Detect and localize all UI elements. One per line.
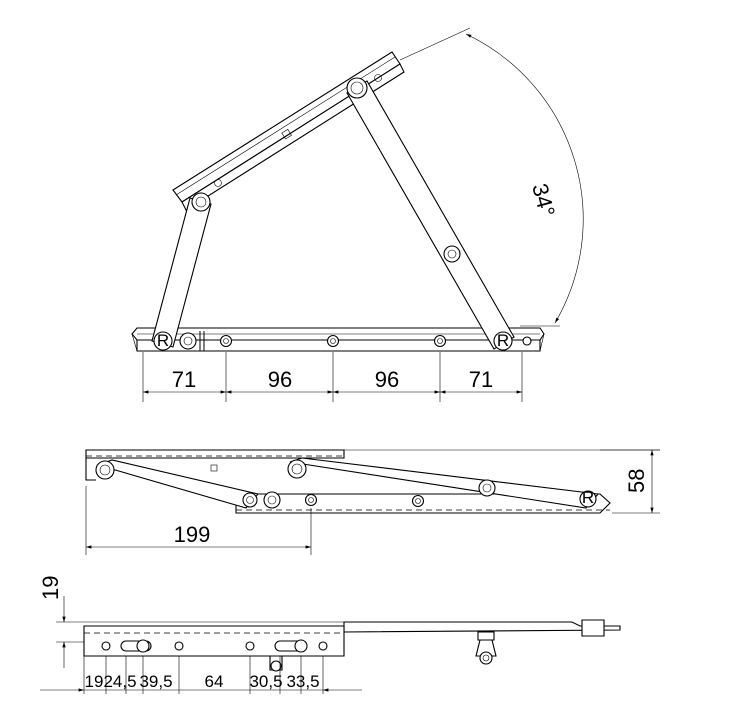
dim-33-5: 33,5 [286, 672, 319, 691]
bottom-view: 19 19 24,5 39,5 64 30,5 33,5 [38, 576, 621, 694]
pivot-left-r-label: R [157, 331, 169, 350]
sash-bar [172, 51, 405, 211]
pivot-right: R [493, 331, 532, 351]
adjust-cam-left [179, 331, 205, 351]
pivot-right-r-label: R [497, 331, 509, 350]
long-arm [346, 77, 515, 350]
dim-24-5: 24,5 [103, 672, 136, 691]
top-view: R R 34° 71 96 96 71 [131, 27, 584, 402]
dim-39-5: 39,5 [139, 672, 172, 691]
middle-view: R 199 58 [85, 449, 660, 555]
dim-58: 58 [624, 469, 649, 493]
dim-71-right: 71 [469, 367, 493, 392]
base-screw-holes [219, 334, 447, 348]
dim-71-left: 71 [172, 367, 196, 392]
dim-19-vertical: 19 [38, 576, 63, 600]
dim-30-5: 30,5 [249, 672, 282, 691]
dim-199: 199 [174, 522, 211, 547]
dim-96-right: 96 [375, 367, 399, 392]
short-arm [151, 192, 212, 348]
dim-19-horizontal: 19 [85, 672, 104, 691]
dim-64: 64 [205, 672, 224, 691]
middle-pivot-r-label: R [582, 488, 594, 507]
angle-dimension: 34° [399, 27, 584, 327]
angle-label: 34° [527, 181, 560, 220]
top-spacing-dims: 71 96 96 71 [142, 352, 523, 402]
pivot-left: R [153, 331, 173, 351]
dim-96-left: 96 [268, 367, 292, 392]
